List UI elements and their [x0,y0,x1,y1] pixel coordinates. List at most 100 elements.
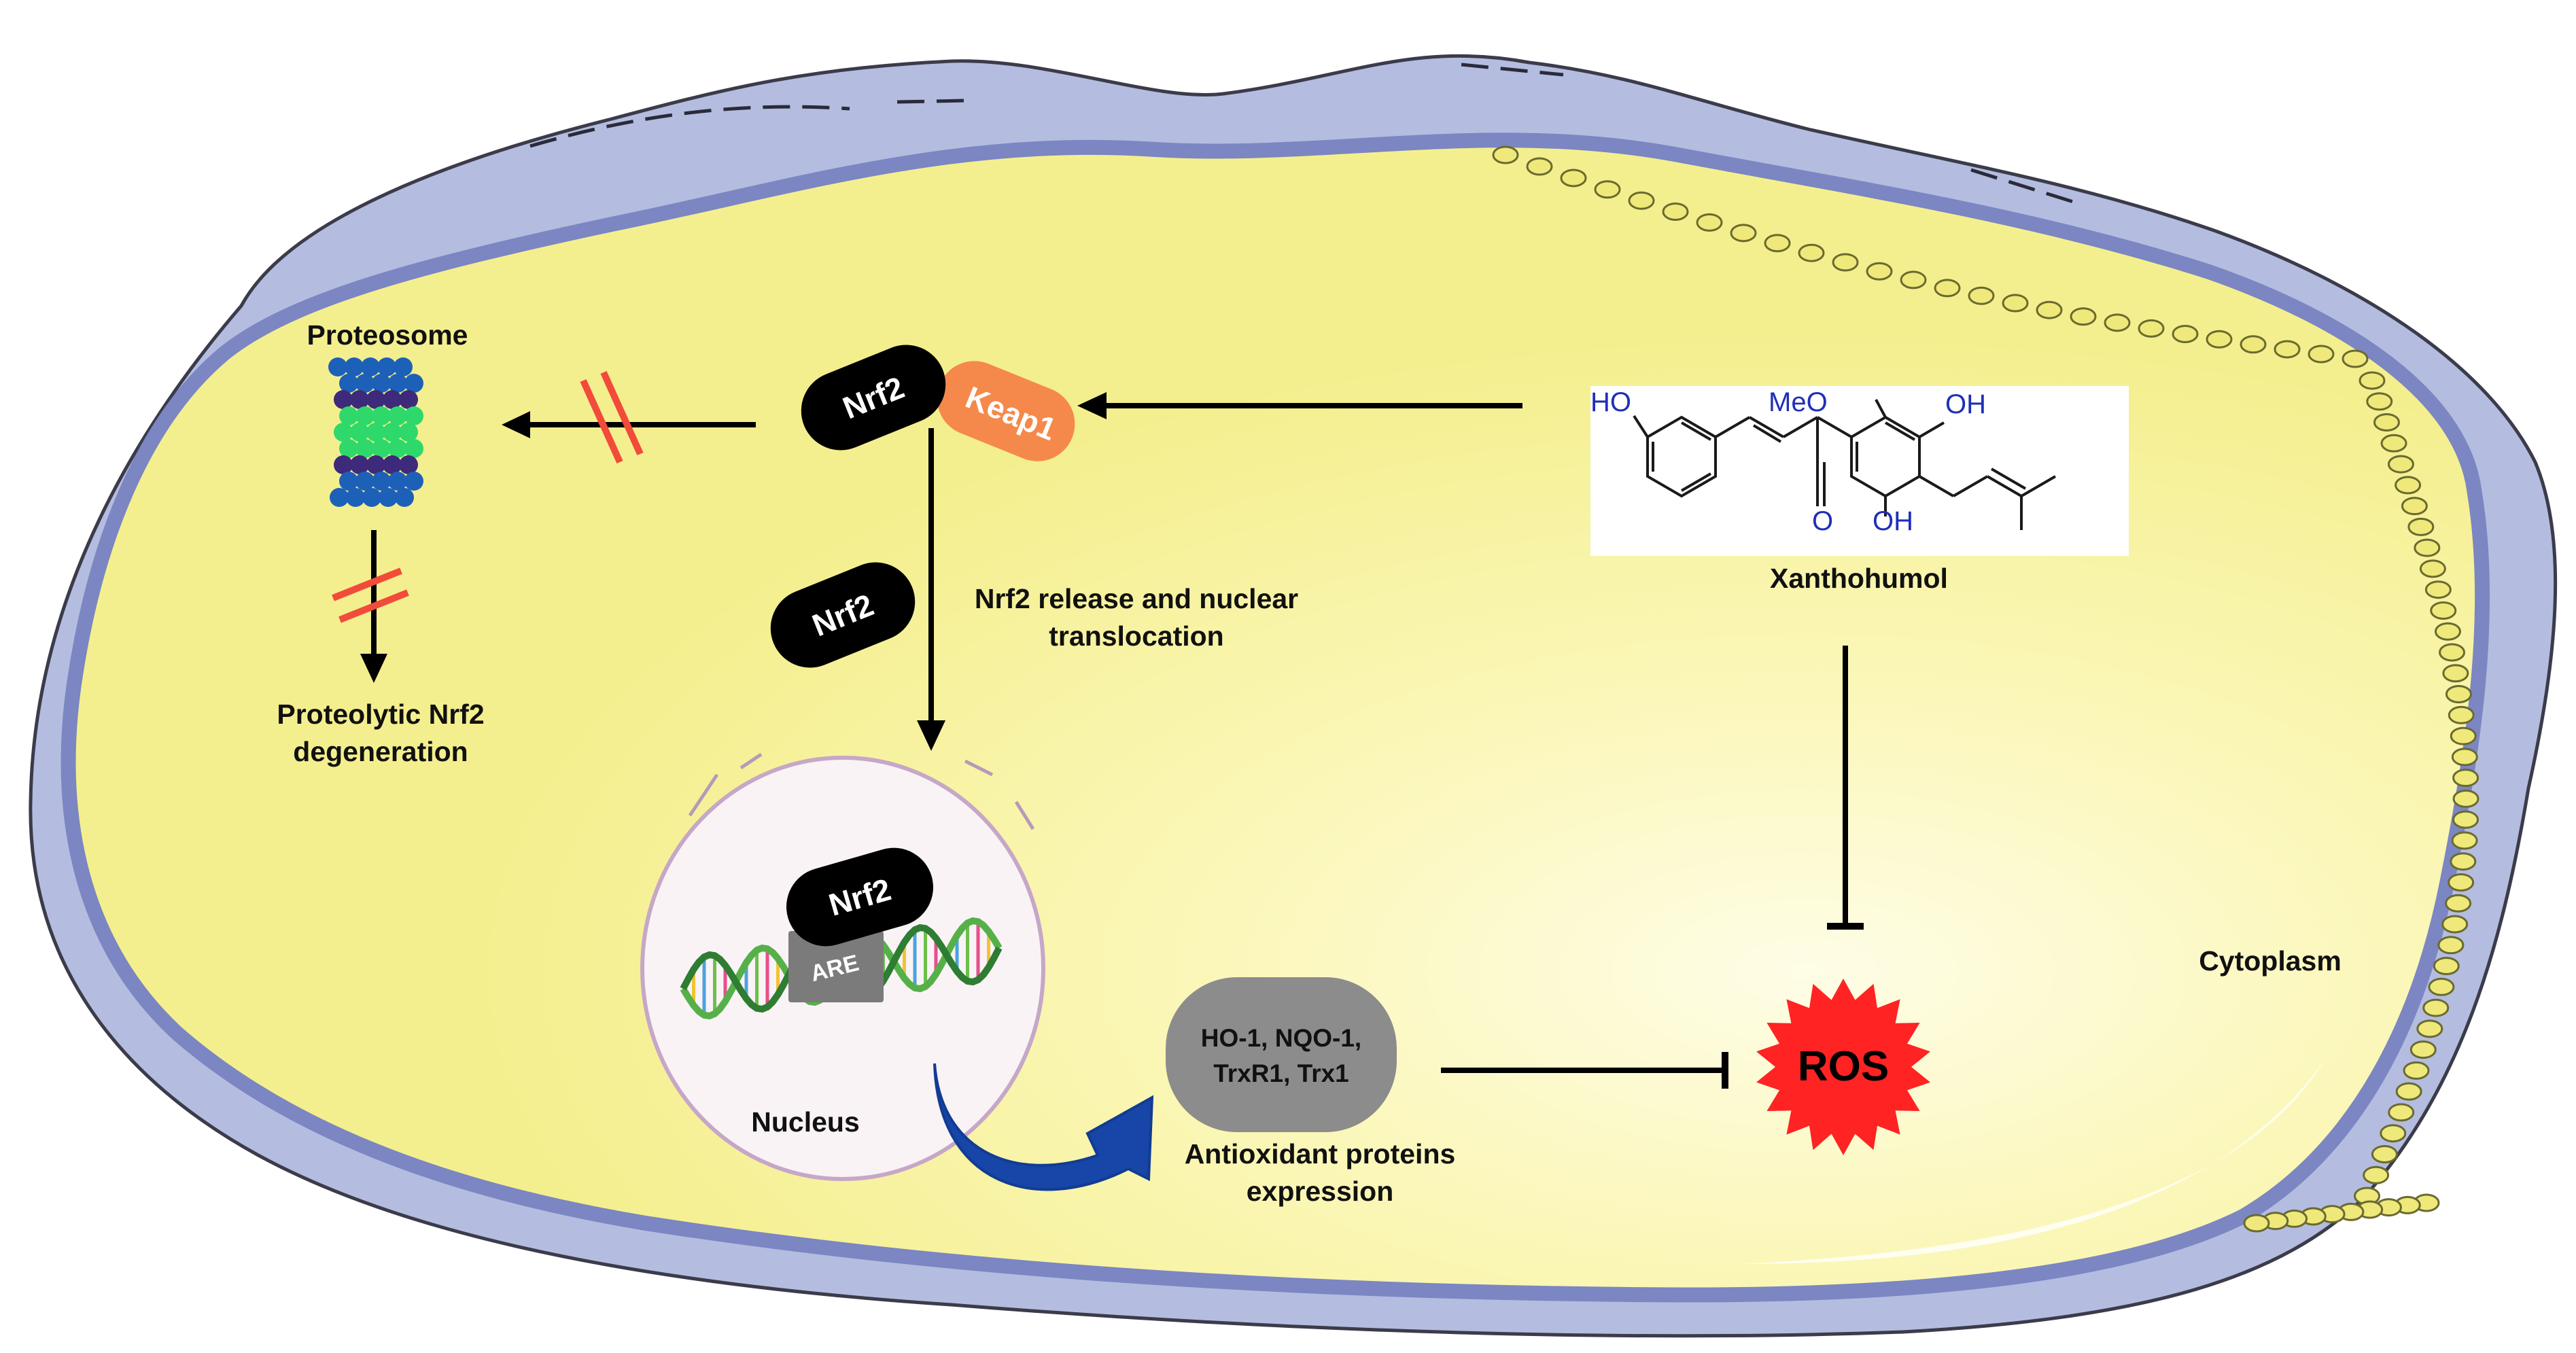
proteosome-subunit [399,390,418,409]
membrane-pore-bead [2371,1144,2398,1163]
chem-o: O [1812,506,1833,536]
proteosome-subunit [345,357,364,376]
membrane-pore-bead [2380,434,2407,453]
proteosome-subunit [383,455,402,474]
proteosome-subunit [372,406,391,425]
membrane-pore-bead [2401,497,2428,516]
membrane-pore-bead [2419,559,2446,578]
proteosome-subunit [334,390,353,409]
membrane-pore-bead [2452,789,2479,808]
membrane-pore-bead [2448,873,2475,892]
membrane-pore-bead [2424,580,2452,599]
membrane-pore-bead [2416,1019,2443,1038]
membrane-pore-bead [2104,313,2131,332]
membrane-pore-bead [2442,664,2469,683]
membrane-pore-bead [2422,998,2450,1017]
membrane-pore-bead [1798,243,1825,262]
membrane-pore-bead [2274,340,2301,359]
membrane-pore-bead [1628,191,1655,210]
chem-ho: HO [1590,387,1631,417]
membrane-pore-bead [2434,622,2461,641]
proteosome-subunit [339,439,358,458]
membrane-pore-bead [2036,300,2063,319]
membrane-pore-bead [1832,253,1859,272]
membrane-pore-bead [1662,203,1689,222]
chem-oh-bottom: OH [1873,506,1913,536]
proteosome-subunit [377,357,396,376]
membrane-pore-bead [2403,1061,2430,1080]
proteosome-subunit [395,488,414,507]
proteosome-subunit [388,374,407,393]
membrane-pore-bead [2243,1214,2270,1233]
proteins-line1: HO-1, NQO-1, [1201,1024,1361,1052]
proteosome-subunit [383,423,402,442]
proteosome-subunit [350,423,369,442]
proteosome-subunit [339,472,358,491]
membrane-pore-bead [2359,371,2386,390]
membrane-pore-bead [2445,685,2472,704]
membrane-pore-bead [2395,1082,2422,1101]
membrane-pore-bead [2070,307,2097,326]
membrane-pore-bead [2387,455,2414,474]
nrf2-keap1-complex: Keap1 Nrf2 [801,345,1075,461]
membrane-pore-bead [1934,279,1961,298]
release-label-line1: Nrf2 release and nuclear [975,583,1298,614]
expression-arrow [933,1063,1154,1191]
proteosome-subunit [366,423,385,442]
antioxidant-label-line2: expression [1247,1176,1394,1207]
proteosome-subunit [355,406,375,425]
proteosome-subunit [404,406,423,425]
membrane-pore-bead [1594,180,1621,199]
proteosome-subunit [388,439,407,458]
membrane-pore-bead [2373,413,2400,432]
inhibit-proteins-to-ros [1441,1052,1728,1089]
proteolytic-label-line1: Proteolytic Nrf2 [277,699,484,730]
membrane-pore-bead [2388,1103,2415,1122]
proteosome-subunit [388,472,407,491]
membrane-pore-bead [2363,1165,2390,1184]
membrane-pore-bead [2445,894,2472,913]
chem-meo: MeO [1769,387,1828,417]
membrane-pore-bead [1526,157,1553,176]
membrane-pore-bead [1492,145,1519,164]
proteosome-subunit [372,439,391,458]
proteosome-subunit [366,455,385,474]
proteosome-subunit [346,488,365,507]
proteosome-subunit [339,406,358,425]
membrane-pore-bead [2395,476,2422,495]
membrane-pore-bead [2452,769,2479,788]
free-nrf2: Nrf2 [770,562,916,668]
membrane-pore-bead [2380,1124,2407,1143]
proteins-line2: TrxR1, Trx1 [1213,1059,1349,1087]
membrane-pore-bead [2138,319,2165,338]
antioxidant-protein-box: HO-1, NQO-1, TrxR1, Trx1 [1166,977,1397,1132]
proteosome-subunit [330,488,349,507]
membrane-pore-bead [1560,169,1587,188]
membrane-pore-bead [2451,831,2478,850]
membrane-pore-bead [1730,224,1757,243]
cytoplasm-label: Cytoplasm [2199,945,2342,977]
proteosome-subunit [361,357,380,376]
membrane-pore-bead [2437,936,2465,955]
membrane-pore-bead [2430,601,2457,620]
membrane-pore-bead [2414,538,2441,557]
membrane-pore-bead [2450,852,2477,871]
xanthohumol-structure: HO MeO OH O OH [1590,386,2129,556]
proteosome-label: Proteosome [307,319,468,351]
inhibit-mark-degeneration [332,567,409,623]
ros-label: ROS [1798,1043,1889,1090]
ros-burst: ROS [1756,979,1930,1155]
membrane-pore-bead [2452,810,2479,829]
antioxidant-label-line1: Antioxidant proteins [1185,1138,1456,1170]
proteosome-subunit [355,374,375,393]
proteosome-subunit [355,439,375,458]
membrane-pores [1492,145,2479,1233]
membrane-pore-bead [1968,286,1995,305]
proteosome-subunit [372,374,391,393]
chem-oh-top: OH [1945,389,1986,419]
proteosome-subunit [404,472,423,491]
arrow-to-nucleus [917,428,945,751]
membrane-pore-bead [1696,213,1723,232]
